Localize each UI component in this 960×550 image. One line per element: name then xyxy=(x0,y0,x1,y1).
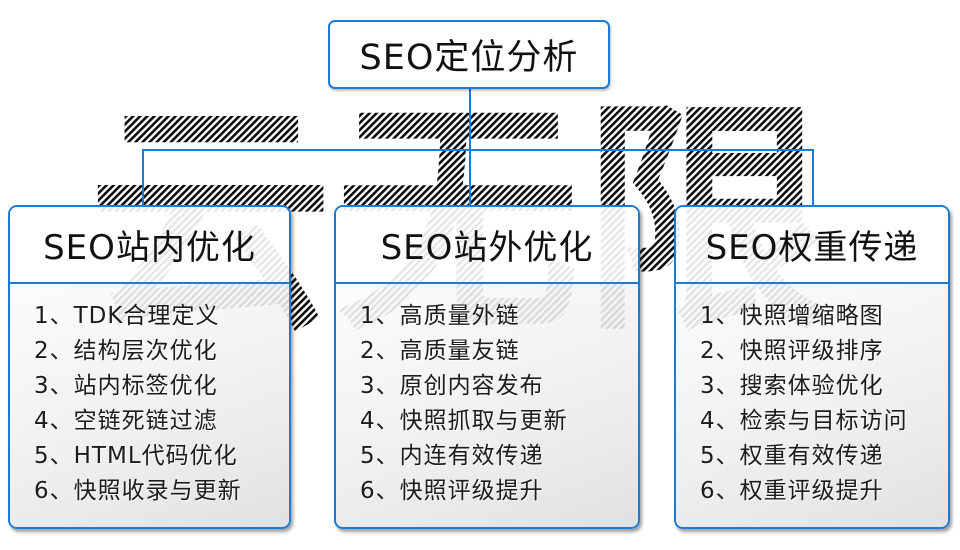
branch-onsite-box: SEO站内优化 1、TDK合理定义 2、结构层次优化 3、站内标签优化 4、空链… xyxy=(8,205,291,529)
branch-onsite-list: 1、TDK合理定义 2、结构层次优化 3、站内标签优化 4、空链死链过滤 5、H… xyxy=(10,284,289,527)
branch-offsite-box: SEO站外优化 1、高质量外链 2、高质量友链 3、原创内容发布 4、快照抓取与… xyxy=(334,205,640,529)
root-node-title: SEO定位分析 xyxy=(359,38,579,78)
list-item: 6、权重评级提升 xyxy=(700,478,884,504)
branch-weight-header: SEO权重传递 xyxy=(676,207,948,284)
list-item: 4、快照抓取与更新 xyxy=(360,408,568,434)
connector-drop-left xyxy=(142,149,144,207)
branch-offsite-list: 1、高质量外链 2、高质量友链 3、原创内容发布 4、快照抓取与更新 5、内连有… xyxy=(336,284,638,527)
branch-weight-box: SEO权重传递 1、快照增缩略图 2、快照评级排序 3、搜索体验优化 4、检索与… xyxy=(674,205,950,529)
connector-drop-middle xyxy=(469,149,471,207)
branch-weight-list: 1、快照增缩略图 2、快照评级排序 3、搜索体验优化 4、检索与目标访问 5、权… xyxy=(676,284,948,527)
branch-weight-title: SEO权重传递 xyxy=(705,228,919,268)
list-item: 2、快照评级排序 xyxy=(700,338,884,364)
list-item: 1、TDK合理定义 xyxy=(34,303,220,329)
branch-onsite-header: SEO站内优化 xyxy=(10,207,289,284)
list-item: 3、站内标签优化 xyxy=(34,373,218,399)
branch-offsite-header: SEO站外优化 xyxy=(336,207,638,284)
list-item: 3、原创内容发布 xyxy=(360,373,544,399)
list-item: 6、快照评级提升 xyxy=(360,478,544,504)
root-node: SEO定位分析 xyxy=(328,20,610,89)
list-item: 6、快照收录与更新 xyxy=(34,478,242,504)
connector-drop-right xyxy=(812,149,814,207)
branch-offsite-title: SEO站外优化 xyxy=(380,228,594,268)
branch-onsite-title: SEO站内优化 xyxy=(43,228,256,268)
connector-root-stem xyxy=(469,89,471,150)
list-item: 2、结构层次优化 xyxy=(34,338,218,364)
list-item: 5、HTML代码优化 xyxy=(34,443,238,469)
list-item: 5、内连有效传递 xyxy=(360,443,544,469)
list-item: 4、检索与目标访问 xyxy=(700,408,908,434)
list-item: 5、权重有效传递 xyxy=(700,443,884,469)
list-item: 4、空链死链过滤 xyxy=(34,408,218,434)
connector-horizontal xyxy=(142,149,814,151)
list-item: 1、高质量外链 xyxy=(360,303,520,329)
list-item: 1、快照增缩略图 xyxy=(700,303,884,329)
list-item: 3、搜索体验优化 xyxy=(700,373,884,399)
list-item: 2、高质量友链 xyxy=(360,338,520,364)
